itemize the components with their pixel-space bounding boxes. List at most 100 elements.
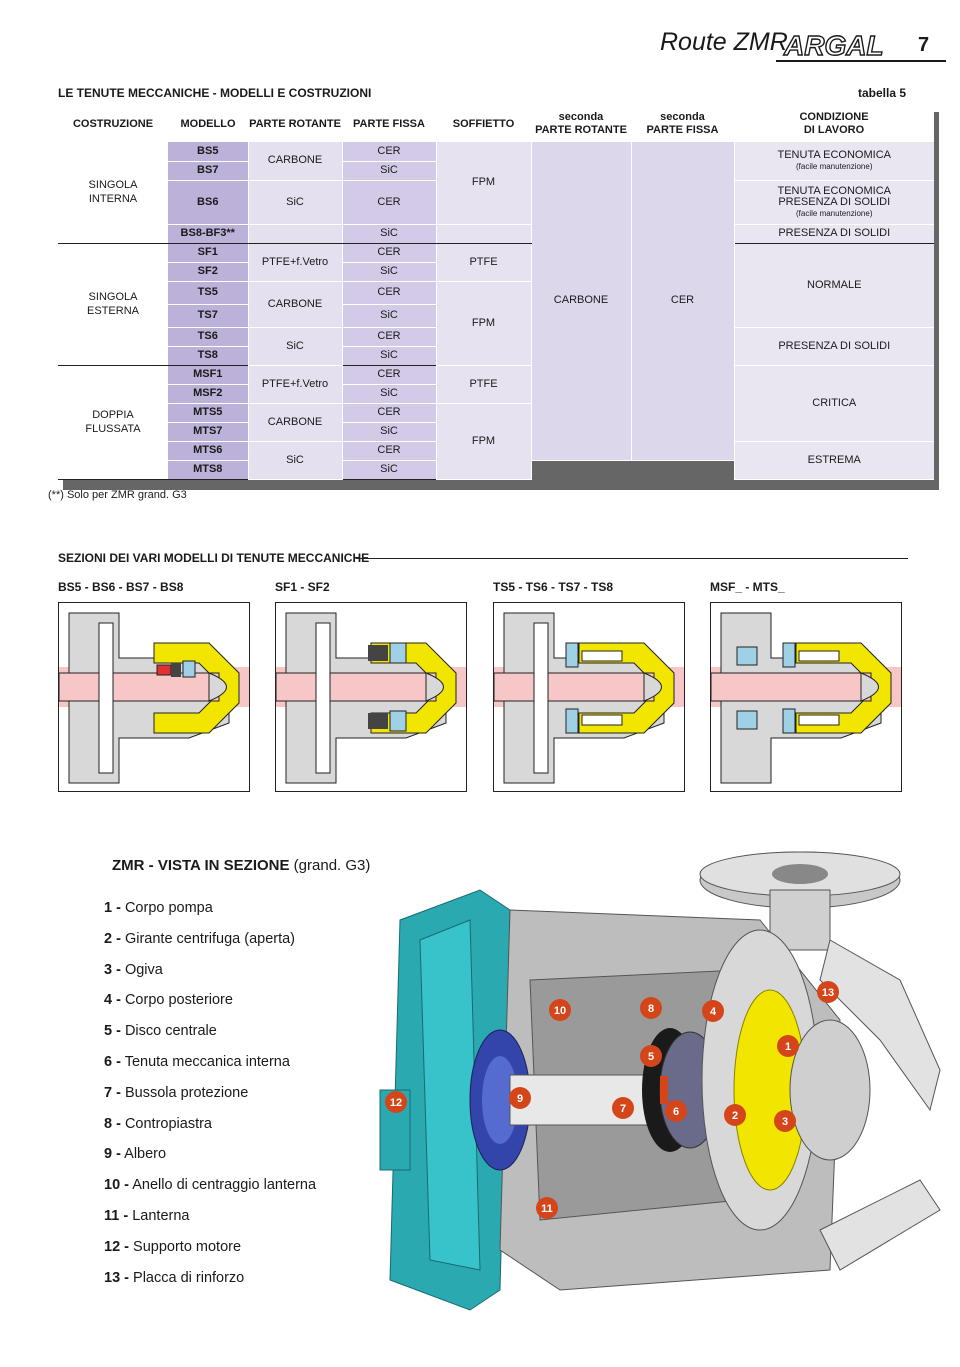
condizione-cell: ESTREMA [733,441,934,480]
list-item: 2 - Girante centrifuga (aperta) [104,930,296,947]
seconda-rotante-cell: CARBONE [531,142,632,461]
model-cell: MTS5 [168,403,249,423]
model-cell: TS8 [168,346,249,366]
fissa-cell: CER [342,243,437,263]
svg-text:ARGAL: ARGAL [783,30,884,61]
fissa-cell: CER [342,403,437,423]
rotante-cell: CARBONE [248,403,343,442]
rotante-cell: SiC [248,180,343,225]
table-footnote: (**) Solo per ZMR grand. G3 [48,489,187,501]
section-label-sf: SF1 - SF2 [275,580,330,594]
model-cell: TS6 [168,327,249,347]
svg-text:2: 2 [732,1110,738,1122]
list-item: 7 - Bussola protezione [104,1084,249,1101]
table-row: TS6 SiC CER PRESENZA DI SOLIDI [58,327,934,366]
list-item: 5 - Disco centrale [104,1023,217,1040]
table-label: tabella 5 [858,86,907,100]
col-header-parte-fissa: PARTE FISSA [342,106,436,142]
fissa-cell: CER [342,281,437,305]
svg-text:1: 1 [785,1041,791,1053]
svg-text:9: 9 [517,1093,523,1105]
svg-text:4: 4 [710,1006,717,1018]
fissa-cell: CER [342,365,437,385]
page-number: 7 [918,34,930,56]
section-label-ts: TS5 - TS6 - TS7 - TS8 [493,580,614,594]
svg-text:12: 12 [390,1097,402,1109]
fissa-cell: SiC [342,161,437,181]
list-item: 6 - Tenuta meccanica interna [104,1053,290,1070]
table-row: BS8-BF3** SiC PRESENZA DI SOLIDI [58,224,934,244]
section-drawing-bs [58,602,250,792]
soffietto-cell: PTFE [436,365,532,404]
rotante-cell: CARBONE [248,281,343,328]
condizione-cell: NORMALE [733,243,934,328]
seconda-fissa-cell: CER [631,142,735,461]
table-section-title: LE TENUTE MECCANICHE - MODELLI E COSTRUZ… [58,86,372,100]
condizione-cell: TENUTA ECONOMICA(facile manutenzione) [733,142,934,181]
seal-table: COSTRUZIONE MODELLO PARTE ROTANTE PARTE … [58,106,934,480]
model-cell: SF2 [168,262,249,282]
cutaway-title: ZMR - VISTA IN SEZIONE (grand. G3) [112,857,371,874]
list-item: 13 - Placca di rinforzo [104,1269,245,1286]
header-rule [776,60,946,62]
soffietto-cell: FPM [436,281,532,366]
list-item: 12 - Supporto motore [104,1238,242,1255]
condizione-cell: CRITICA [733,365,934,442]
sections-rule [356,558,908,559]
list-item: 8 - Contropiastra [104,1115,212,1132]
col-header-modello: MODELLO [168,106,248,142]
pump-cutaway-illustration: 1 2 3 4 5 6 7 8 9 10 11 12 13 [379,851,941,1311]
table-row: MSF2 SiC [58,384,934,404]
sections-title: SEZIONI DEI VARI MODELLI DI TENUTE MECCA… [58,551,370,565]
col-header-costruzione: COSTRUZIONE [58,106,168,142]
table-row: SF2 SiC [58,262,934,282]
model-cell: SF1 [168,243,249,263]
fissa-cell: SiC [342,304,437,328]
table-row: MTS8 SiC [58,460,934,480]
fissa-cell: CER [342,142,437,162]
model-cell: BS6 [168,180,249,225]
soffietto-cell: FPM [436,403,532,480]
rotante-cell: SiC [248,441,343,480]
soffietto-cell: FPM [436,142,532,225]
table-row: TS5 CARBONE CER FPM [58,281,934,366]
fissa-cell: SiC [342,384,437,404]
list-item: 3 - Ogiva [104,961,163,978]
fissa-cell: CER [342,180,437,225]
svg-text:11: 11 [541,1203,553,1215]
table-row: BS7 SiC [58,161,934,181]
seal-cross-section-bs [59,612,249,784]
model-cell: MTS8 [168,460,249,480]
svg-text:10: 10 [554,1005,566,1017]
section-label-bs: BS5 - BS6 - BS7 - BS8 [58,580,184,594]
fissa-cell: SiC [342,460,437,480]
seal-cross-section-ts [494,612,684,784]
fissa-cell: SiC [342,224,437,244]
model-cell: TS7 [168,304,249,328]
svg-text:8: 8 [648,1003,654,1015]
model-cell: BS5 [168,142,249,162]
table-row: TS8 SiC [58,346,934,366]
svg-text:3: 3 [782,1116,788,1128]
argal-logo: ARGAL [782,29,884,61]
table-row: MTS5 CARBONE CER FPM [58,403,934,480]
fissa-cell: CER [342,327,437,347]
table-header-row: COSTRUZIONE MODELLO PARTE ROTANTE PARTE … [58,106,934,142]
svg-text:6: 6 [673,1106,679,1118]
parts-legend: 1 - Corpo pompa 2 - Girante centrifuga (… [104,898,316,1298]
col-header-parte-rotante: PARTE ROTANTE [248,106,342,142]
fissa-cell: SiC [342,346,437,366]
table-row: TS7 SiC [58,304,934,328]
rotante-cell: CARBONE [248,142,343,181]
condizione-cell: PRESENZA DI SOLIDI [733,224,934,244]
seal-cross-section-sf [276,612,466,784]
